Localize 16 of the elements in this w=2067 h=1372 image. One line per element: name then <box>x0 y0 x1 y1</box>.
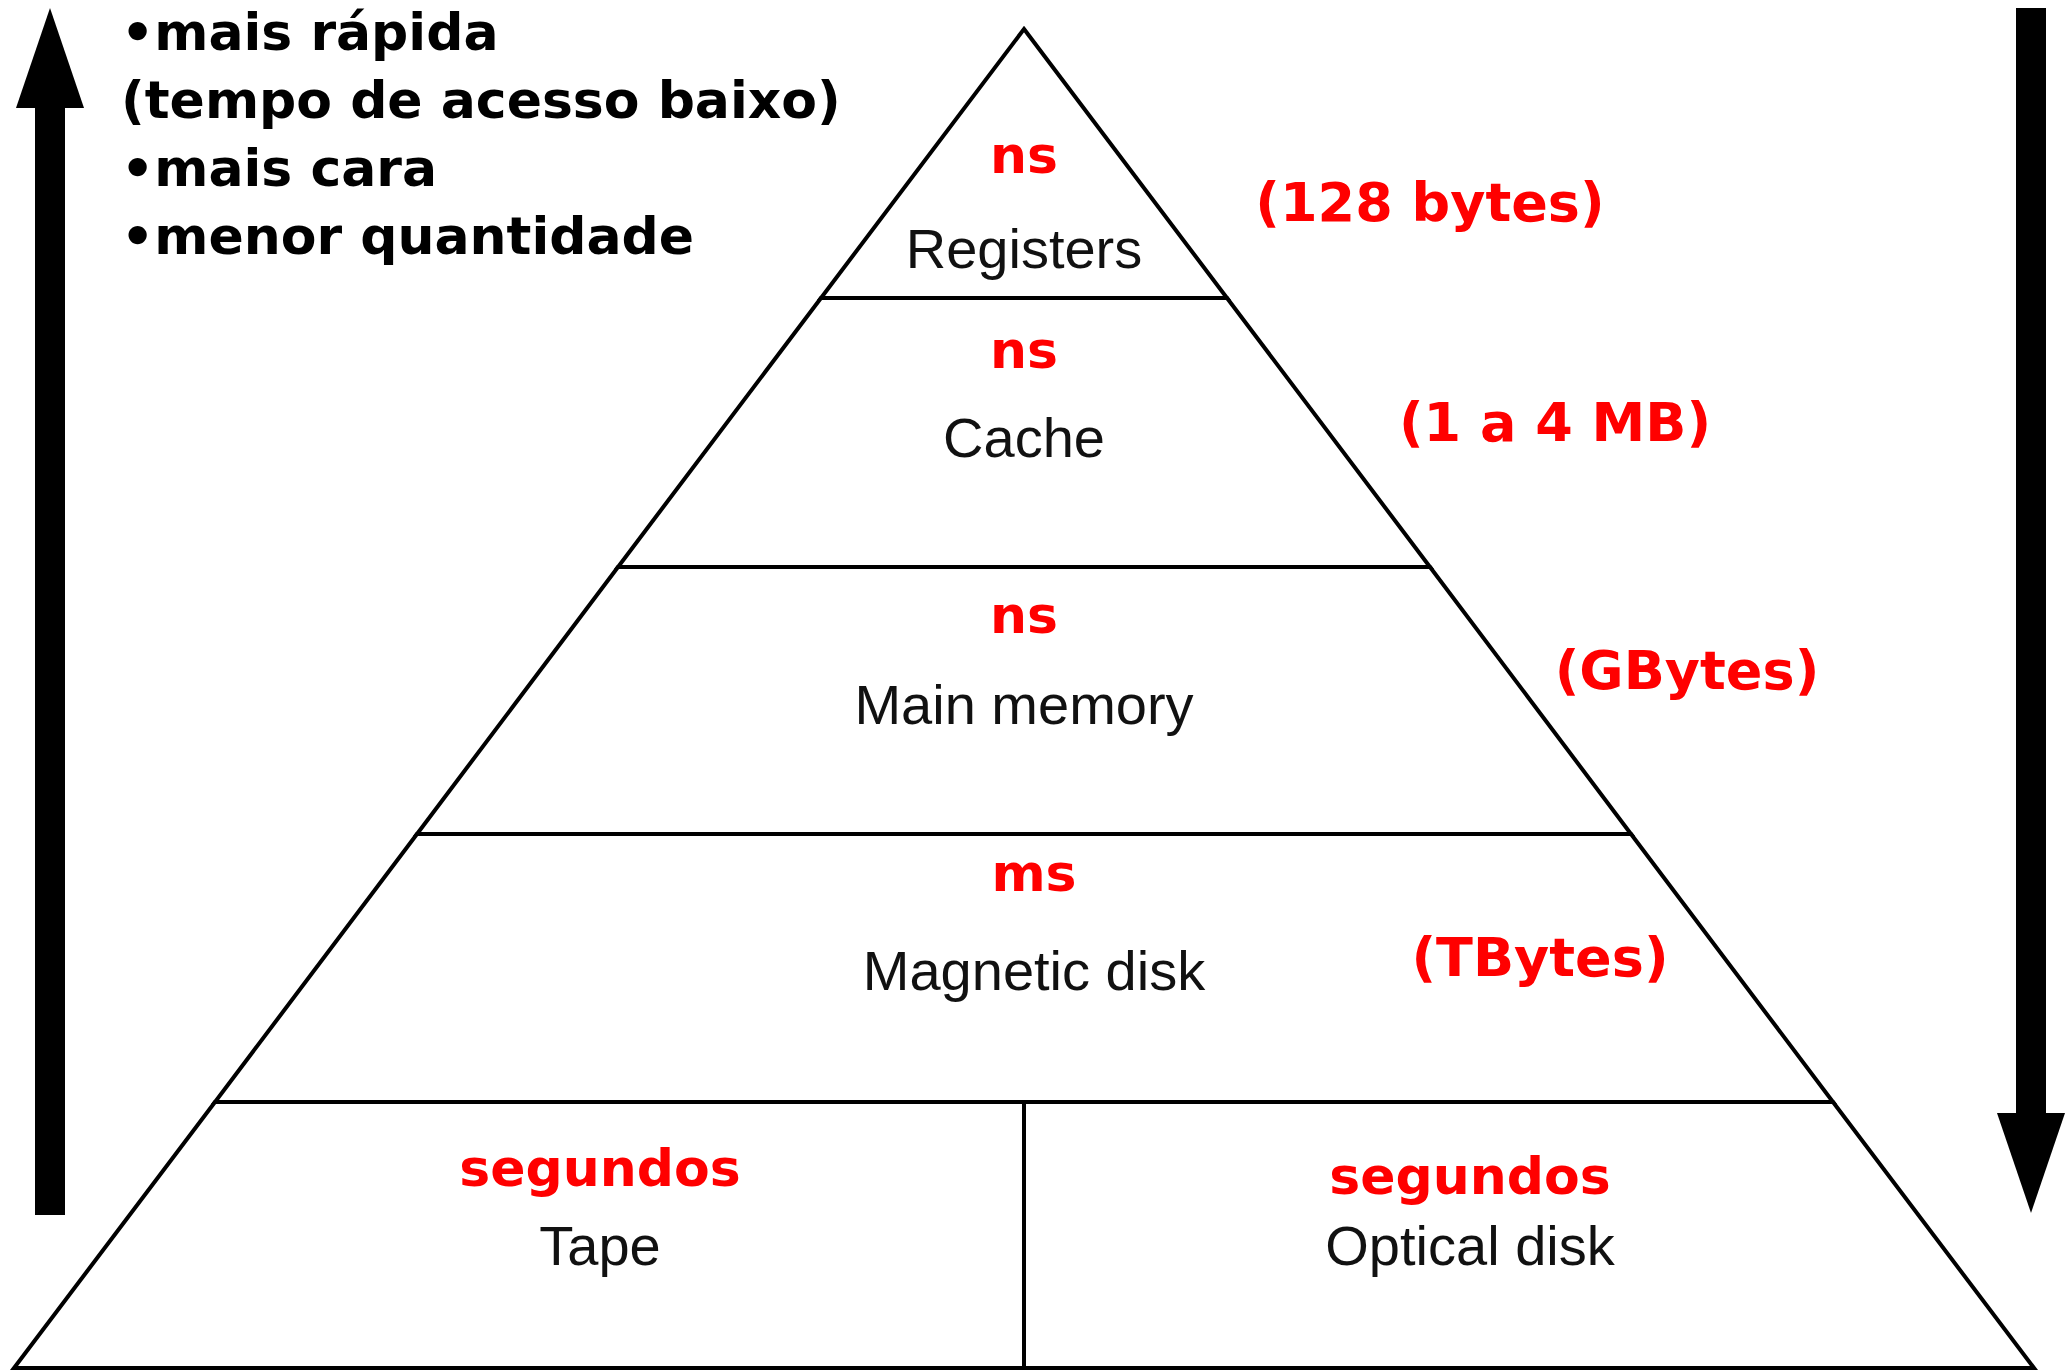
level-name: Cache <box>943 405 1105 470</box>
property-text: (tempo de acesso baixo) <box>121 70 841 130</box>
access-time-label: ms <box>991 843 1077 903</box>
access-time-label: ns <box>990 320 1058 380</box>
level-name: Registers <box>905 216 1143 281</box>
capacity-label: (128 bytes) <box>1255 170 1605 234</box>
level-name: Main memory <box>854 672 1194 737</box>
capacity-label: (1 a 4 MB) <box>1398 390 1712 454</box>
capacity-label: (TBytes) <box>1411 926 1669 989</box>
property-text: •mais cara <box>121 138 438 198</box>
access-time-label: ns <box>990 125 1058 185</box>
access-time-label: ns <box>990 585 1058 645</box>
property-text: •mais rápida <box>121 2 499 62</box>
property-text: •menor quantidade <box>121 206 694 266</box>
capacity-label: (GBytes) <box>1554 638 1820 702</box>
level-name: Magnetic disk <box>862 938 1206 1003</box>
